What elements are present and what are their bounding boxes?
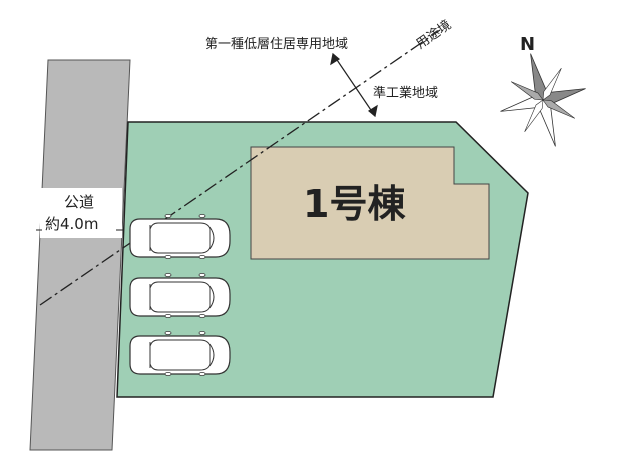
car-icon	[129, 331, 231, 377]
zoning-boundary-line	[39, 29, 441, 306]
building-1	[250, 146, 490, 260]
double-arrow-icon	[330, 52, 378, 118]
car-icon	[129, 273, 231, 319]
zone-upper-label: 第一種低層住居専用地域	[205, 36, 348, 52]
road-label-background	[40, 188, 122, 238]
compass-label: N	[520, 34, 535, 55]
car-icon	[129, 214, 231, 260]
north-arrow-icon	[500, 53, 586, 147]
zone-boundary-label: 用途境	[413, 17, 454, 52]
road-width-label: 約4.0m	[45, 215, 98, 233]
public-road	[29, 59, 131, 451]
parking-cars	[129, 214, 231, 377]
building-label: 1号棟	[303, 182, 406, 226]
zone-lower-label: 準工業地域	[373, 85, 438, 101]
road-name-label: 公道	[64, 193, 94, 211]
